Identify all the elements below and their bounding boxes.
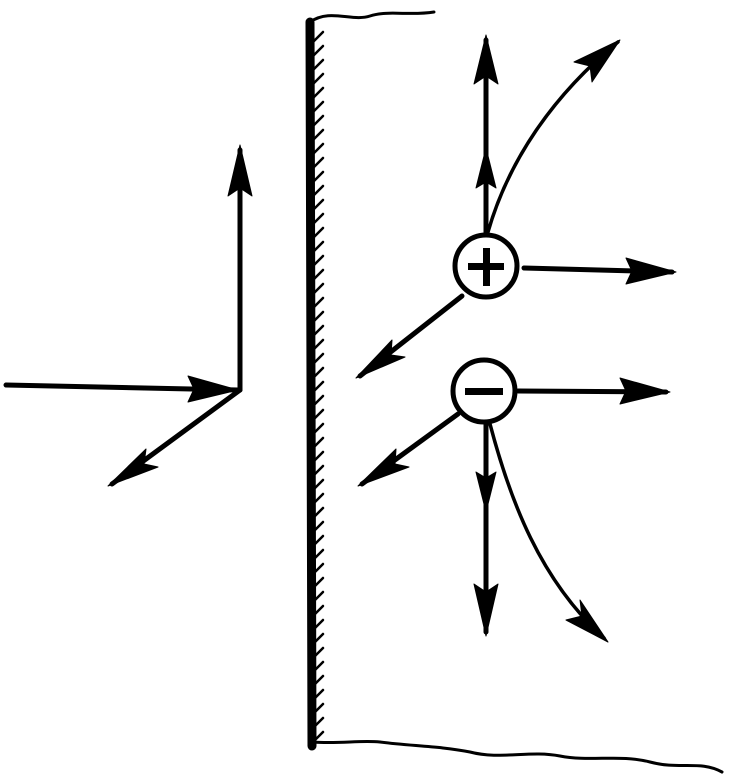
negative-curved-path — [488, 422, 606, 640]
hatch-mark — [311, 506, 325, 520]
hatch-mark — [311, 646, 325, 660]
hatch-mark — [311, 226, 325, 240]
hatch-mark — [311, 632, 325, 646]
horizontal-arrow-icon — [187, 375, 239, 403]
hatch-mark — [311, 58, 325, 72]
hatch-mark — [311, 674, 325, 688]
hatch-mark — [311, 114, 325, 128]
wall-top-edge — [308, 10, 436, 24]
positive-down-left-arrow-icon — [355, 339, 406, 379]
positive-up-arrow-icon — [473, 34, 499, 85]
hatch-mark — [311, 590, 325, 604]
wall-bottom-edge — [310, 739, 724, 774]
hatch-mark — [311, 702, 325, 716]
hatch-mark — [311, 408, 325, 422]
up-arrow-icon — [227, 144, 253, 197]
hatch-mark — [311, 464, 325, 478]
hatch-mark — [311, 548, 325, 562]
hatch-mark — [311, 184, 325, 198]
hatch-mark — [311, 450, 325, 464]
hatch-mark — [311, 618, 325, 632]
hatch-mark — [311, 492, 325, 506]
hatch-mark — [311, 562, 325, 576]
hatch-mark — [311, 128, 325, 142]
hatch-mark — [311, 240, 325, 254]
wall-slab — [305, 10, 724, 774]
wall-hatching — [311, 30, 325, 744]
negative-charge-group: − — [357, 357, 671, 643]
positive-charge-group: + — [355, 34, 677, 379]
hatch-mark — [311, 100, 325, 114]
hatch-mark — [311, 422, 325, 436]
negative-down-left-arrow-icon — [357, 448, 410, 487]
positive-up-inner-arrow-icon — [475, 147, 497, 189]
hatch-mark — [311, 268, 325, 282]
hatch-mark — [311, 380, 325, 394]
hatch-mark — [311, 534, 325, 548]
hatch-mark — [311, 324, 325, 338]
hatch-mark — [311, 660, 325, 674]
down-left-arrow-icon — [107, 448, 159, 487]
hatch-mark — [311, 254, 325, 268]
hatch-mark — [311, 198, 325, 212]
hatch-mark — [311, 142, 325, 156]
hatch-mark — [311, 716, 325, 730]
hatch-mark — [311, 366, 325, 380]
plus-icon-bar-vertical — [483, 248, 490, 286]
negative-down-arrow-icon — [473, 583, 499, 637]
hatch-mark — [311, 30, 325, 44]
hatch-mark — [311, 86, 325, 100]
negative-down-inner-arrow-icon — [475, 471, 497, 513]
left-vector-group — [3, 144, 253, 487]
positive-curve-arrow-icon — [573, 39, 621, 83]
hatch-mark — [311, 436, 325, 450]
positive-right-arrow-icon — [625, 257, 677, 285]
hatch-mark — [311, 72, 325, 86]
negative-curve-arrow-icon — [565, 599, 609, 643]
hatch-mark — [311, 282, 325, 296]
hatch-mark — [311, 310, 325, 324]
hatch-mark — [311, 44, 325, 58]
minus-icon — [465, 388, 503, 395]
hatch-mark — [311, 730, 325, 744]
hatch-mark — [311, 478, 325, 492]
hatch-mark — [311, 520, 325, 534]
negative-right-arrow-icon — [619, 377, 671, 405]
hatch-mark — [311, 394, 325, 408]
hatch-mark — [311, 156, 325, 170]
hatch-mark — [311, 576, 325, 590]
hatch-mark — [311, 296, 325, 310]
hatch-mark — [311, 688, 325, 702]
hatch-mark — [311, 352, 325, 366]
hatch-mark — [311, 604, 325, 618]
wall-surface-line — [305, 17, 317, 751]
hatch-mark — [311, 170, 325, 184]
hatch-mark — [311, 212, 325, 226]
hatch-mark — [311, 338, 325, 352]
